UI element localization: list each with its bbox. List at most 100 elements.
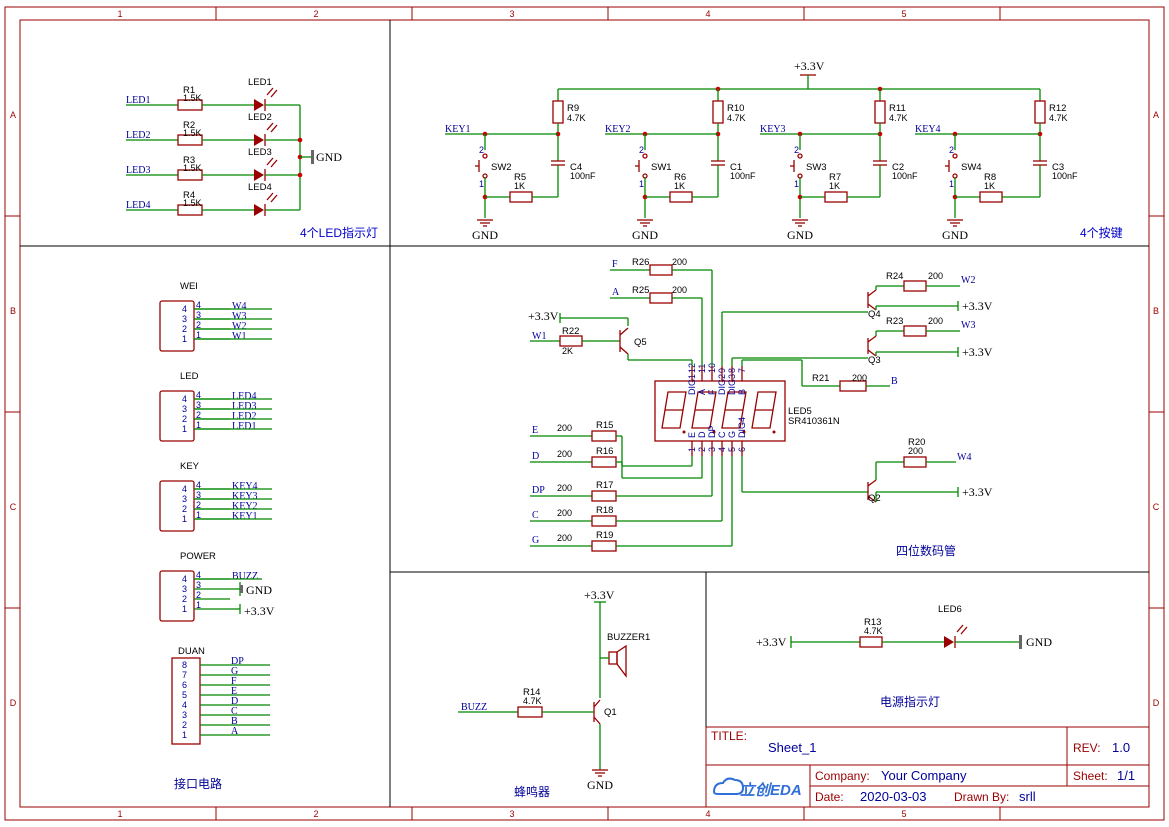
key-gnd-label-4: GND <box>942 228 968 242</box>
col-label-5: 5 <box>901 9 906 19</box>
sw1-ref: SW1 <box>651 162 672 173</box>
r21-value: 200 <box>852 373 867 383</box>
key-pin-num: 2 <box>182 504 187 514</box>
r19-value: 200 <box>557 533 572 543</box>
buzzer-circuit: +3.3V BUZZER1 Q1 BUZZ R14 4.7K GND <box>458 588 650 792</box>
power-pin-label: 1 <box>196 600 201 610</box>
key-net-label-2: KEY2 <box>605 124 631 135</box>
sw-pin-2: 2 <box>479 145 484 155</box>
r23-body <box>903 325 927 337</box>
key-pin-num: 3 <box>182 494 187 504</box>
row-label-b: B <box>10 306 16 316</box>
q4-vcc-label: +3.3V <box>962 299 993 313</box>
seven-segment-digit <box>751 391 777 429</box>
section-dividers <box>20 20 1149 807</box>
r1-ref: R1 <box>183 85 195 96</box>
r21-ref: R21 <box>812 373 829 384</box>
r8-body <box>979 191 1003 203</box>
led-net-label-3: LED3 <box>126 165 150 176</box>
buzzer-gnd-label: GND <box>587 778 613 792</box>
seven-segment-circuit: LED5SR410361N12DIG111A10F9DIG28DIG37B1E2… <box>528 257 993 552</box>
power-vcc-label: +3.3V <box>756 635 787 649</box>
wei-net-label: W3 <box>232 311 246 322</box>
seg-net-C: C <box>532 510 539 521</box>
row-label-c-right: C <box>1153 502 1160 512</box>
power-net-vcc: +3.3V <box>244 604 275 618</box>
led-indicator-circuit: LED1R11.5KLED1LED2R21.5KLED2LED3R31.5KLE… <box>126 77 342 216</box>
led-pin-num: 1 <box>182 424 187 434</box>
duan-net-label: E <box>231 686 237 697</box>
r18-value: 200 <box>557 508 572 518</box>
r13-body <box>859 636 883 648</box>
duan-pin-num: 3 <box>182 710 187 720</box>
section-title-leds: 4个LED指示灯 <box>300 225 378 240</box>
power-pin-num: 1 <box>182 604 187 614</box>
duan-pin-num: 4 <box>182 700 187 710</box>
led-net-label-1: LED1 <box>126 95 150 106</box>
led1-ref: LED1 <box>248 77 272 88</box>
key-net-label-4: KEY4 <box>915 124 941 135</box>
c1-ref: C1 <box>730 162 742 173</box>
wei-pin-num: 2 <box>182 324 187 334</box>
q5-net-W1: W1 <box>532 331 546 342</box>
seg-net-DP: DP <box>532 485 545 496</box>
r23-ref: R23 <box>886 316 903 327</box>
section-title-interface: 接口电路 <box>174 776 222 791</box>
duan-net-label: F <box>231 676 237 687</box>
q2-ref: Q2 <box>868 493 881 504</box>
q2-vcc-label: +3.3V <box>962 485 993 499</box>
r20-value: 200 <box>908 446 923 456</box>
title-block: TITLE: Sheet_1 REV: 1.0 Company: Your Co… <box>705 726 1150 808</box>
seven-segment-digit <box>661 391 687 429</box>
sw-contact <box>482 173 488 179</box>
r15-ref: R15 <box>596 420 613 431</box>
led5-top-pin-name: DIG2 <box>717 374 727 395</box>
buzzer-ref: BUZZER1 <box>607 632 650 643</box>
r24-body <box>903 280 927 292</box>
r15-body <box>591 430 617 442</box>
row-label-d-right: D <box>1153 698 1160 708</box>
led2-ref: LED2 <box>248 112 272 123</box>
led5-bot-pin-name: DP <box>707 425 717 438</box>
led-net-label-4: LED4 <box>126 200 150 211</box>
wei-pin-label: 4 <box>196 300 201 310</box>
q4-ref: Q4 <box>868 309 881 320</box>
q5-vcc-label: +3.3V <box>528 309 559 323</box>
col-label-5-bottom: 5 <box>901 809 906 819</box>
r12-ref: R12 <box>1049 103 1066 114</box>
wei-pin-label: 3 <box>196 310 201 320</box>
r2-ref: R2 <box>183 120 195 131</box>
sw-pin-2: 2 <box>949 145 954 155</box>
section-title-buzzer: 蜂鸣器 <box>514 784 550 799</box>
r25-value: 200 <box>672 285 687 295</box>
led5-bot-pin-name: D <box>697 431 707 438</box>
col-label-1-bottom: 1 <box>117 809 122 819</box>
r5-body <box>509 191 533 203</box>
col-label-2: 2 <box>313 9 318 19</box>
led3-ref: LED3 <box>248 147 272 158</box>
led-gnd-label: GND <box>316 150 342 164</box>
c4-ref: C4 <box>570 162 582 173</box>
row-label-a: A <box>10 110 16 120</box>
decimal-point <box>772 430 776 434</box>
q3-ref: Q3 <box>868 355 881 366</box>
r25-ref: R25 <box>632 285 649 296</box>
duan-pin-num: 7 <box>182 670 187 680</box>
power-pin-num: 4 <box>182 574 187 584</box>
led4-ref: LED4 <box>248 182 272 193</box>
section-title-display: 四位数码管 <box>896 543 956 558</box>
duan-pin-num: 8 <box>182 660 187 670</box>
sw-contact <box>642 153 648 159</box>
power-pin-label: 4 <box>196 570 201 580</box>
led-header-net-label: LED4 <box>232 391 256 402</box>
led5-top-pin-name: B <box>737 389 747 395</box>
wei-net-label: W1 <box>232 331 246 342</box>
r8-ref: R8 <box>984 172 996 183</box>
r18-ref: R18 <box>596 505 613 516</box>
seg-net-E: E <box>532 425 538 436</box>
col-label-4: 4 <box>705 9 710 19</box>
led-header-body <box>159 390 195 442</box>
key-header-net-label: KEY1 <box>232 511 258 522</box>
led-pin-num: 4 <box>182 394 187 404</box>
